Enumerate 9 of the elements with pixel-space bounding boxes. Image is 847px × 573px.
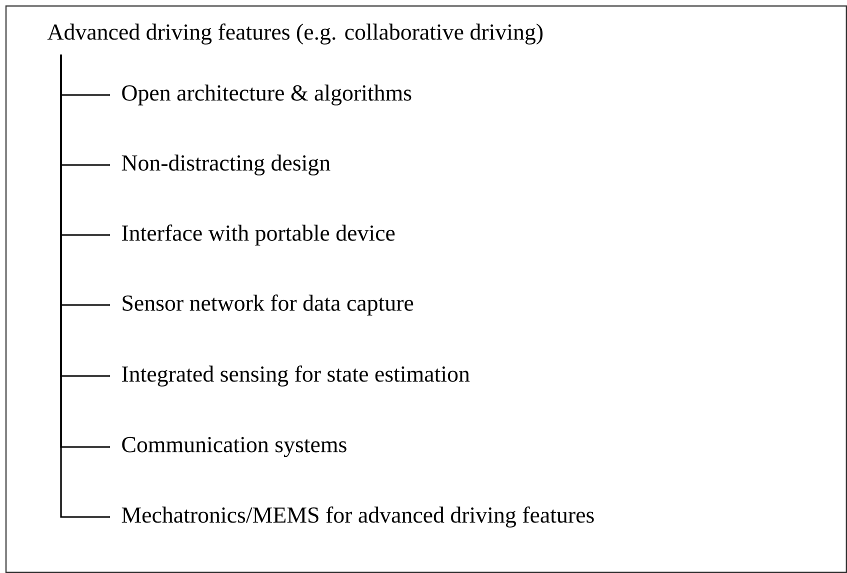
branch-label: Integrated sensing for state estimation — [122, 365, 470, 387]
branch-label: Mechatronics/MEMS for advanced driving features — [122, 506, 594, 528]
branch-label: Open architecture & algorithms — [122, 84, 412, 106]
branch-label: Non-distracting design — [122, 154, 330, 176]
root-label: Advanced driving features (e.g. collaborative driving) — [47, 23, 543, 45]
tree-connector — [60, 54, 110, 518]
branch-label: Communication systems — [122, 436, 346, 458]
branch-label: Interface with portable device — [122, 224, 395, 246]
branch-label: Sensor network for data capture — [122, 294, 414, 316]
